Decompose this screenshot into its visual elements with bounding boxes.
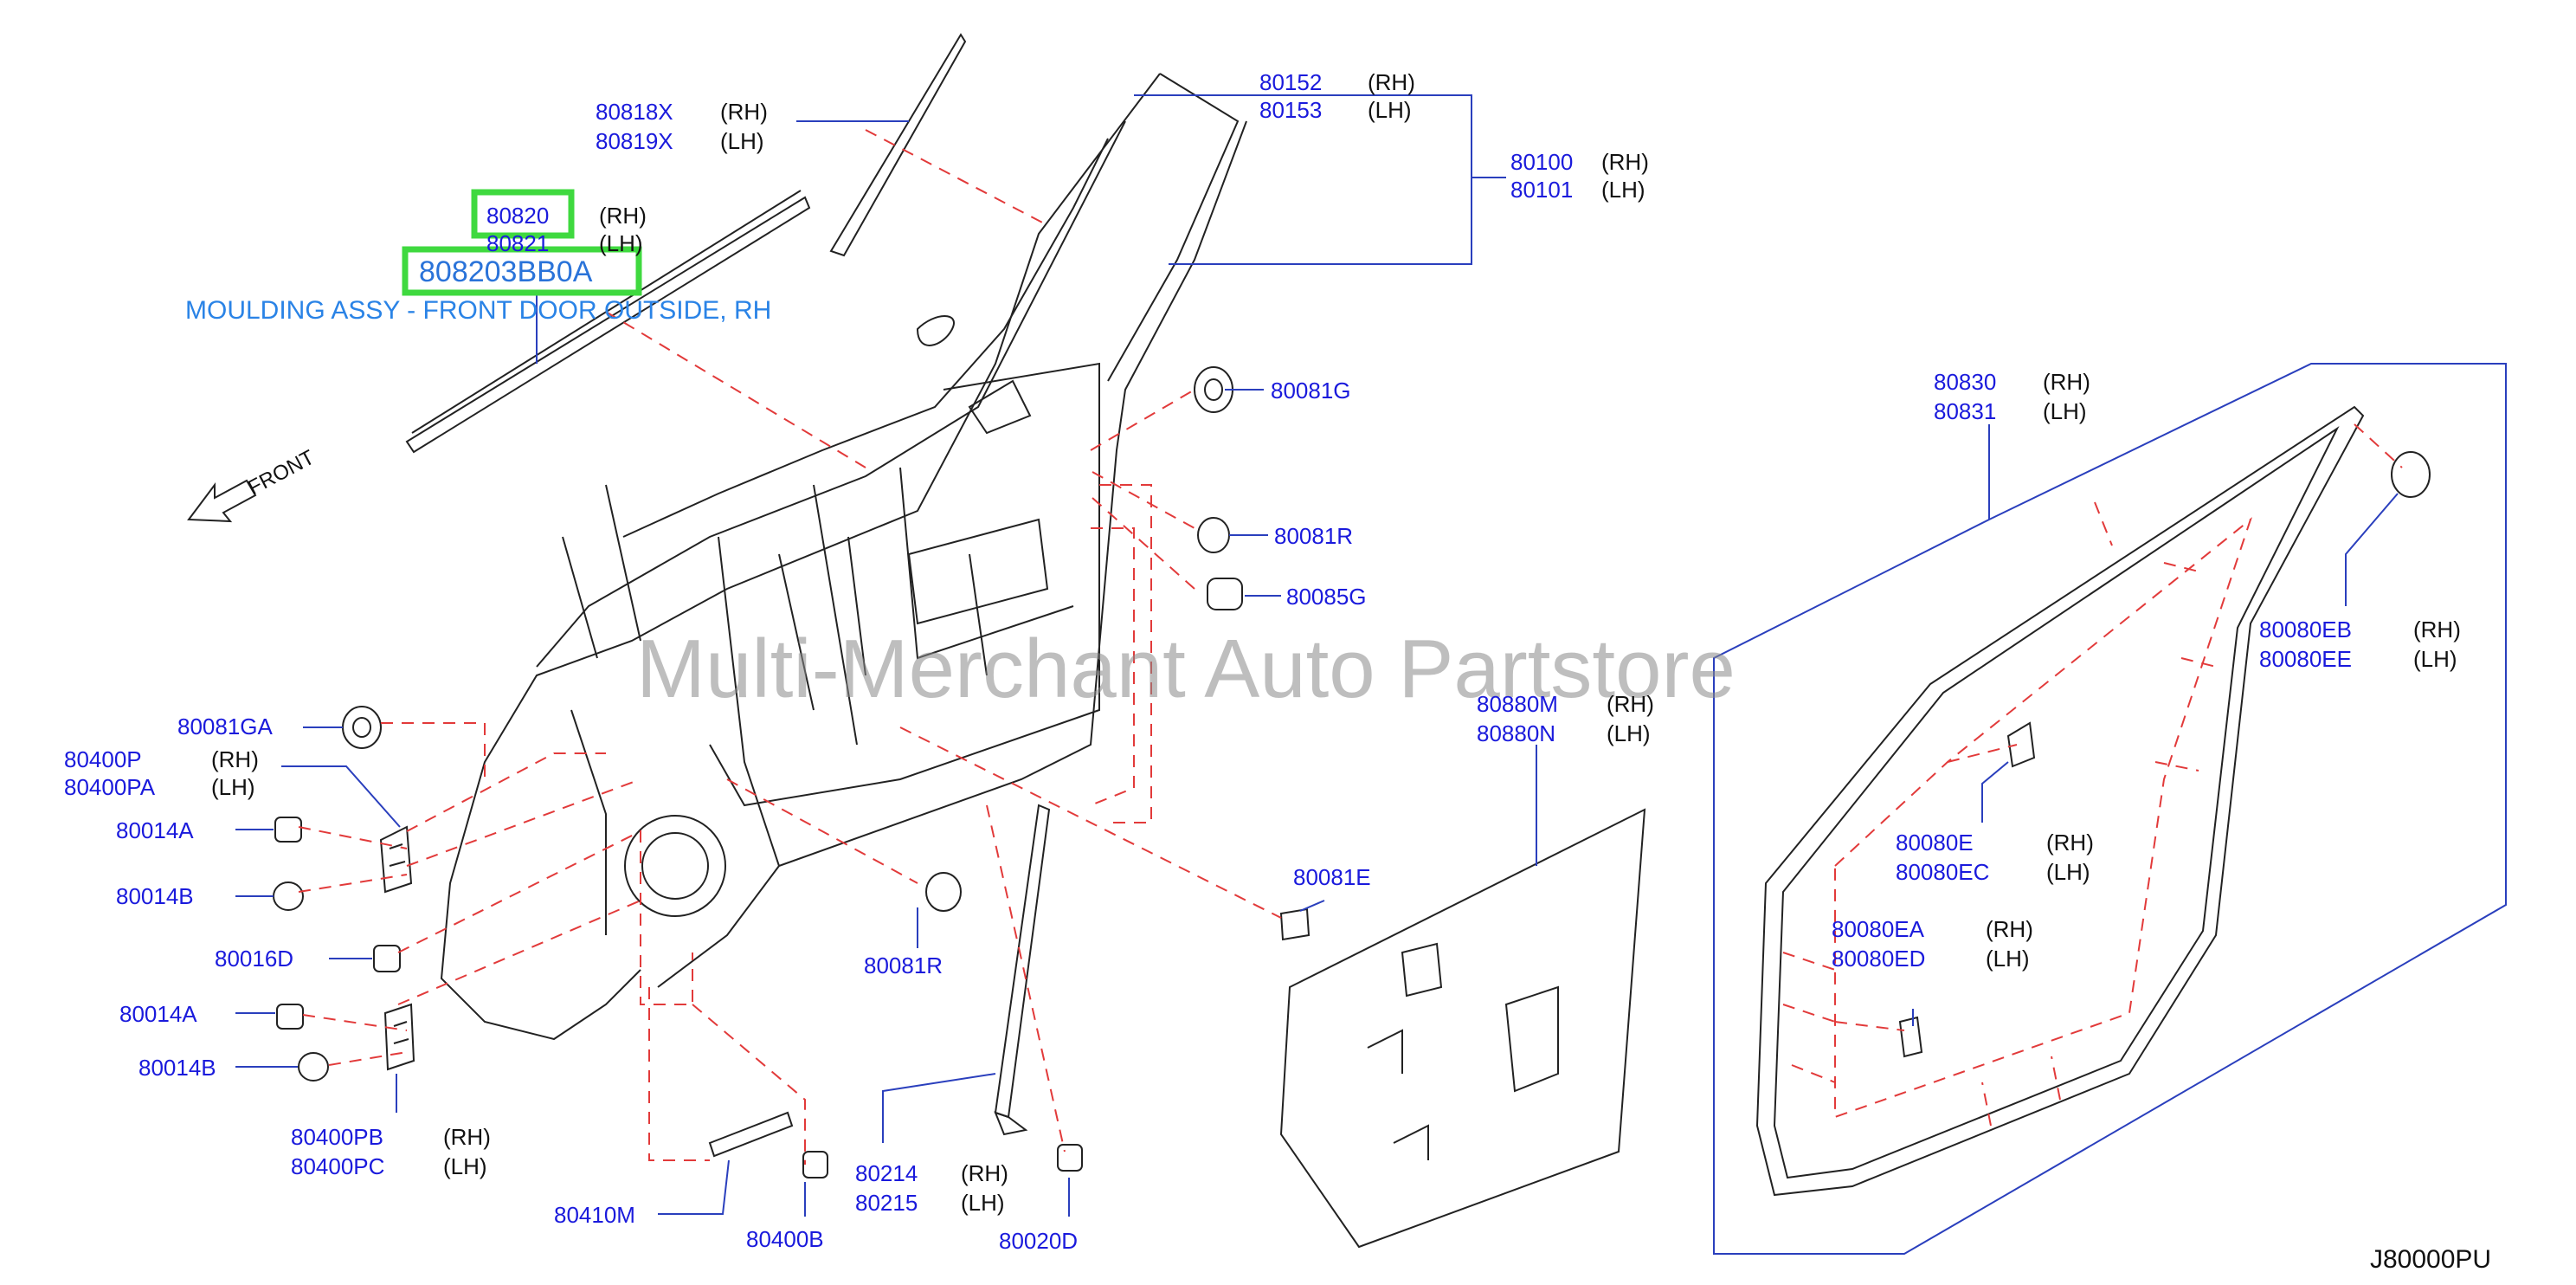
side-lh-80821: (LH) bbox=[599, 230, 643, 256]
highlight-description: MOULDING ASSY - FRONT DOOR OUTSIDE, RH bbox=[185, 296, 771, 325]
side-lh-80101: (LH) bbox=[1601, 177, 1645, 203]
grommet-80081GA bbox=[342, 706, 382, 749]
side-rh-80080EB: (RH) bbox=[2413, 617, 2461, 642]
side-rh-80080EA: (RH) bbox=[1986, 916, 2033, 942]
side-lh-80400PC: (LH) bbox=[443, 1153, 487, 1179]
sealing-screen-drawing bbox=[1279, 808, 1646, 1249]
part-80214[interactable]: 80214 bbox=[855, 1160, 918, 1186]
side-rh-80400PB: (RH) bbox=[443, 1124, 491, 1150]
part-80014B-lower[interactable]: 80014B bbox=[138, 1055, 216, 1081]
highlight-box-part-number bbox=[471, 189, 575, 239]
cap-80085G bbox=[1207, 578, 1243, 610]
front-label: FRONT bbox=[244, 445, 319, 500]
part-80410M[interactable]: 80410M bbox=[554, 1202, 635, 1228]
part-80819X[interactable]: 80819X bbox=[596, 128, 673, 154]
part-80101[interactable]: 80101 bbox=[1510, 177, 1573, 203]
door-check-drawing bbox=[708, 1111, 828, 1178]
part-80215[interactable]: 80215 bbox=[855, 1190, 918, 1216]
part-80080EB[interactable]: 80080EB bbox=[2259, 617, 2352, 642]
door-shell-drawing bbox=[440, 73, 1247, 1041]
hinge-upper bbox=[379, 825, 413, 894]
highlight-part-number[interactable]: 80820 bbox=[486, 203, 549, 229]
part-80085G[interactable]: 80085G bbox=[1286, 584, 1367, 610]
part-80080EC[interactable]: 80080EC bbox=[1896, 859, 1989, 885]
part-80152[interactable]: 80152 bbox=[1259, 69, 1322, 95]
side-rh-80818X: (RH) bbox=[720, 99, 768, 125]
part-80080EE[interactable]: 80080EE bbox=[2259, 646, 2352, 672]
clip-80081E bbox=[1279, 907, 1311, 941]
side-lh-80400PA: (LH) bbox=[211, 774, 255, 800]
watermark-text: Multi-Merchant Auto Partstore bbox=[636, 623, 1736, 715]
leader-lines bbox=[235, 94, 2507, 1255]
part-80081R-mid[interactable]: 80081R bbox=[864, 952, 943, 978]
part-80400PA[interactable]: 80400PA bbox=[64, 774, 156, 800]
rear-sash-drawing bbox=[994, 804, 1083, 1172]
part-80400PC[interactable]: 80400PC bbox=[291, 1153, 384, 1179]
part-80831[interactable]: 80831 bbox=[1934, 398, 1996, 424]
hinge-lower bbox=[383, 1003, 415, 1071]
part-80400B[interactable]: 80400B bbox=[746, 1226, 824, 1252]
part-80153[interactable]: 80153 bbox=[1259, 97, 1322, 123]
plug-80081R-top bbox=[1197, 517, 1230, 553]
part-80081GA[interactable]: 80081GA bbox=[177, 714, 274, 739]
side-lh-80080ED: (LH) bbox=[1986, 946, 2030, 972]
front-arrow-icon bbox=[187, 479, 257, 523]
highlight-box-full-part-number bbox=[402, 246, 642, 296]
part-80880N[interactable]: 80880N bbox=[1477, 720, 1555, 746]
part-80400PB[interactable]: 80400PB bbox=[291, 1124, 383, 1150]
side-lh-80153: (LH) bbox=[1368, 97, 1412, 123]
side-rh-80100: (RH) bbox=[1601, 149, 1649, 175]
part-labels: 80818X (RH) 80819X (LH) 80152 (RH) 80153… bbox=[64, 69, 2461, 1254]
part-80014A-lower[interactable]: 80014A bbox=[119, 1001, 197, 1027]
plug-80081R-mid bbox=[925, 872, 962, 912]
highlight-full-part-number[interactable]: 808203BB0A bbox=[419, 255, 593, 288]
part-80016D[interactable]: 80016D bbox=[215, 946, 293, 972]
part-80020D[interactable]: 80020D bbox=[999, 1228, 1078, 1254]
side-rh-80080E: (RH) bbox=[2046, 830, 2094, 856]
part-80080E[interactable]: 80080E bbox=[1896, 830, 1974, 856]
diagram-code: J80000PU bbox=[2370, 1245, 2491, 1274]
front-direction-indicator: FRONT bbox=[187, 445, 319, 523]
side-rh-80152: (RH) bbox=[1368, 69, 1415, 95]
side-lh-80819X: (LH) bbox=[720, 128, 764, 154]
part-80080EA[interactable]: 80080EA bbox=[1832, 916, 1925, 942]
part-80014B-upper[interactable]: 80014B bbox=[116, 883, 194, 909]
part-80081G[interactable]: 80081G bbox=[1271, 378, 1351, 404]
part-80081E[interactable]: 80081E bbox=[1293, 864, 1371, 890]
selected-part-highlight bbox=[402, 189, 642, 296]
part-80014A-upper[interactable]: 80014A bbox=[116, 817, 194, 843]
dashed-guide-lines bbox=[298, 129, 2403, 1165]
side-rh-80820: (RH) bbox=[599, 203, 647, 229]
window-sash-drawing bbox=[829, 33, 967, 257]
side-rh-80214: (RH) bbox=[961, 1160, 1008, 1186]
part-80100[interactable]: 80100 bbox=[1510, 149, 1573, 175]
bolts-left bbox=[273, 817, 401, 1082]
part-80821[interactable]: 80821 bbox=[486, 230, 549, 256]
part-80818X[interactable]: 80818X bbox=[596, 99, 673, 125]
side-rh-80830: (RH) bbox=[2043, 369, 2090, 395]
side-lh-80215: (LH) bbox=[961, 1190, 1005, 1216]
weatherstrip-drawing bbox=[1755, 405, 2431, 1197]
part-80400P[interactable]: 80400P bbox=[64, 746, 142, 772]
part-80081R-top[interactable]: 80081R bbox=[1274, 523, 1353, 549]
side-rh-80880M: (RH) bbox=[1607, 691, 1654, 717]
part-80080ED[interactable]: 80080ED bbox=[1832, 946, 1925, 972]
side-lh-80080EE: (LH) bbox=[2413, 646, 2457, 672]
side-rh-80400P: (RH) bbox=[211, 746, 259, 772]
part-80830[interactable]: 80830 bbox=[1934, 369, 1996, 395]
part-80880M[interactable]: 80880M bbox=[1477, 691, 1558, 717]
side-lh-80831: (LH) bbox=[2043, 398, 2087, 424]
side-lh-80880N: (LH) bbox=[1607, 720, 1651, 746]
side-lh-80080EC: (LH) bbox=[2046, 859, 2090, 885]
